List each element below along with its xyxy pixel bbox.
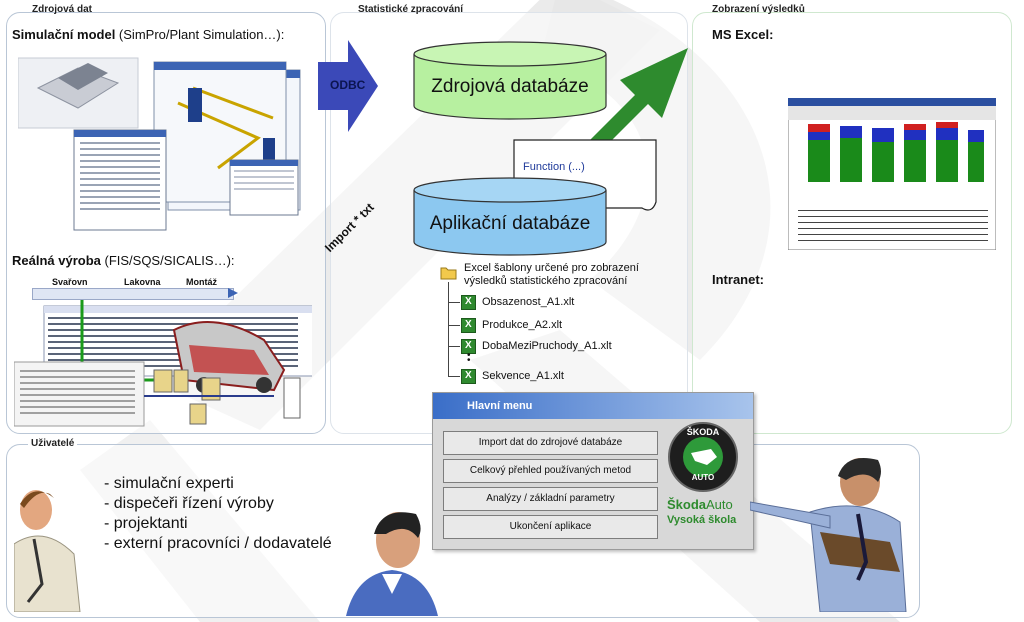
- line-station-1: Svařovn: [52, 277, 88, 287]
- real-heading-rest: (FIS/SQS/SICALIS…):: [100, 253, 235, 268]
- real-production-screenshot: [14, 300, 312, 427]
- sim-heading: Simulační model (SimPro/Plant Simulation…: [12, 27, 284, 42]
- brand-name-rest: Auto: [706, 497, 733, 512]
- function-label: Function (...): [523, 161, 585, 173]
- excel-chart-screenshot: [788, 98, 996, 250]
- tree-ellipsis-icon: ••: [467, 350, 471, 366]
- sim-heading-rest: (SimPro/Plant Simulation…):: [115, 27, 285, 42]
- stat-panel-label: Statistické zpracování: [358, 4, 464, 15]
- person-left-icon: [14, 490, 81, 612]
- person-right-icon: [750, 458, 907, 612]
- tree-branch-1: [448, 302, 460, 303]
- line-station-2: Lakovna: [124, 277, 161, 287]
- simulation-screenshot: [18, 57, 301, 231]
- skoda-logo-icon: [668, 422, 738, 492]
- menu-import-button[interactable]: Import dat do zdrojové databáze: [443, 431, 658, 455]
- users-list: simulační experti dispečeři řízení výrob…: [104, 474, 332, 554]
- file-item-2[interactable]: Produkce_A2.xlt: [482, 319, 563, 331]
- users-panel-label: Uživatelé: [28, 438, 78, 449]
- file-item-3[interactable]: DobaMeziPruchody_A1.xlt: [482, 340, 612, 352]
- tree-branch-2: [448, 325, 460, 326]
- source-panel-label: Zdrojová dat: [32, 4, 93, 15]
- app-database-label: Aplikační databáze: [429, 213, 591, 234]
- file-item-4[interactable]: Sekvence_A1.xlt: [482, 370, 564, 382]
- excel-description: Excel šablony určené pro zobrazení výsle…: [464, 262, 639, 287]
- excel-file-icon: [461, 339, 476, 354]
- folder-icon: [440, 267, 457, 280]
- sim-heading-bold: Simulační model: [12, 27, 116, 42]
- brand-name-bold: Škoda: [667, 497, 707, 512]
- main-menu-title: Hlavní menu: [467, 400, 533, 412]
- app-database-icon: [413, 177, 607, 256]
- odbc-label: ODBC: [330, 78, 366, 92]
- source-database-icon: [413, 41, 607, 120]
- tree-branch-4: [448, 376, 460, 377]
- line-station-3: Montáž: [186, 277, 217, 287]
- source-database-label: Zdrojová databáze: [431, 76, 589, 97]
- menu-analysis-button[interactable]: Analýzy / základní parametry: [443, 487, 658, 511]
- excel-file-icon: [461, 318, 476, 333]
- skoda-logo-subtext: AUTO: [691, 473, 715, 482]
- excel-file-icon: [461, 295, 476, 310]
- file-item-1[interactable]: Obsazenost_A1.xlt: [482, 296, 575, 308]
- brand-subtitle: Vysoká škola: [667, 514, 737, 526]
- skoda-logo-text: ŠKODA: [686, 427, 720, 437]
- real-heading-bold: Reálná výroba: [12, 253, 101, 268]
- results-panel-label: Zobrazení výsledků: [712, 4, 805, 15]
- intranet-label: Intranet:: [712, 272, 764, 287]
- line-arrow-icon: [228, 288, 238, 298]
- main-menu-titlebar: [433, 393, 753, 419]
- menu-overview-button[interactable]: Celkový přehled používaných metod: [443, 459, 658, 483]
- real-heading: Reálná výroba (FIS/SQS/SICALIS…):: [12, 253, 235, 268]
- ms-excel-label: MS Excel:: [712, 27, 774, 42]
- tree-branch-3: [448, 346, 460, 347]
- user-item-3: projektanti: [104, 514, 332, 534]
- user-item-4: externí pracovníci / dodavatelé: [104, 534, 332, 554]
- person-center-icon: [346, 512, 438, 616]
- menu-exit-button[interactable]: Ukončení aplikace: [443, 515, 658, 539]
- excel-file-icon: [461, 369, 476, 384]
- main-menu-window: Hlavní menu Import dat do zdrojové datab…: [432, 392, 754, 550]
- user-item-2: dispečeři řízení výroby: [104, 494, 332, 514]
- brand-name: ŠkodaAuto: [667, 497, 733, 512]
- line-strip: [32, 288, 234, 300]
- tree-line: [448, 282, 449, 376]
- user-item-1: simulační experti: [104, 474, 332, 494]
- odbc-arrow-icon: [318, 40, 378, 132]
